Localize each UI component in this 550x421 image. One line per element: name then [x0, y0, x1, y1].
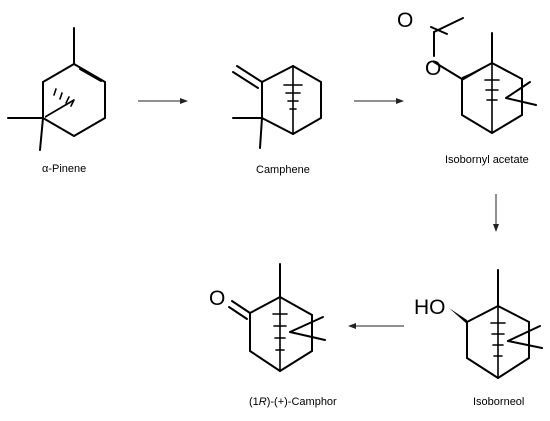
- isobornyl-acetate-label: Isobornyl acetate: [445, 154, 529, 166]
- acetate-carbonyl-oxygen: O: [397, 9, 413, 32]
- arrow-camphene-to-acetate: [354, 98, 404, 104]
- isobornyl-acetate-structure: [430, 17, 537, 134]
- camphor-structure: [228, 263, 326, 372]
- ketone-oxygen: O: [209, 287, 225, 310]
- arrow-isoborneol-to-camphor: [348, 323, 404, 329]
- acetate-ester-oxygen: O: [425, 57, 441, 80]
- isoborneol-structure: [449, 269, 543, 379]
- camphene-structure: [232, 65, 322, 149]
- camphor-label-suffix: )-(+)-Camphor: [267, 396, 337, 408]
- alpha-pinene-structure: [7, 27, 106, 151]
- camphor-label: (1R)-(+)-Camphor: [249, 396, 337, 408]
- camphor-label-italic: R: [259, 396, 267, 408]
- arrow-acetate-to-isoborneol: [493, 194, 499, 232]
- camphor-label-prefix: (1: [249, 396, 259, 408]
- alpha-pinene-label: α-Pinene: [42, 163, 86, 175]
- hydroxyl-group: HO: [414, 296, 446, 319]
- isoborneol-label: Isoborneol: [473, 396, 524, 408]
- camphene-label: Camphene: [256, 164, 310, 176]
- arrow-pinene-to-camphene: [138, 98, 188, 104]
